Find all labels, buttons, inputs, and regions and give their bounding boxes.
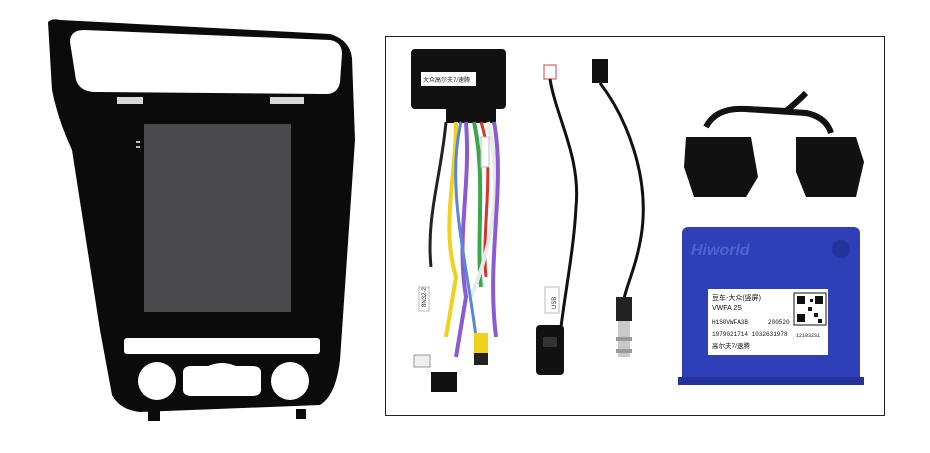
display-screen: [144, 124, 291, 312]
climate-panel-strip: [124, 338, 320, 354]
usb-plug: [536, 325, 564, 375]
harness-tag-label: 8N32-2: [422, 287, 428, 307]
usb-tag-label: USB: [552, 297, 558, 309]
harness-connector-label: 大众高尔夫7/速腾: [423, 76, 470, 84]
left-bracket-pad: [684, 137, 758, 197]
left-mount-tab: [117, 97, 143, 104]
decoder-label-line3-right: 200520: [768, 319, 790, 326]
right-knob-opening: [271, 362, 309, 400]
side-button: [136, 146, 140, 148]
left-knob-opening: [138, 362, 176, 400]
qr-code: [793, 292, 827, 326]
usb-small-connector: [543, 64, 557, 80]
right-mount-tab: [270, 97, 304, 104]
decoder-label-line4: 1979021714 1032631978: [712, 331, 788, 338]
decoder-label-line2: VWFA 2S: [712, 305, 742, 312]
mounting-brackets: [684, 90, 864, 197]
side-button: [136, 141, 140, 143]
harness-yellow-connector: [474, 333, 488, 353]
usb-cable: USB: [536, 64, 579, 375]
harness-black-connector: [431, 372, 457, 392]
bottom-mount-tab: [148, 411, 160, 421]
dash-bezel-panel: [0, 0, 380, 453]
decoder-brand: Hiworld: [691, 242, 751, 259]
antenna-plug-body: [616, 297, 632, 321]
antenna-adapter-cable: [592, 59, 645, 357]
accessory-kit-illustration: 大众高尔夫7/速腾 8N32-2 USB: [411, 49, 864, 392]
right-bracket-pad: [796, 137, 864, 197]
can-bus-decoder-box: Hiworld 豆车-大众(竖屏) VWFA 2S H1S0VWFA3B 200…: [678, 227, 864, 385]
accessory-kit-frame: 大众高尔夫7/速腾 8N32-2 USB: [385, 36, 885, 416]
antenna-top-connector: [592, 59, 608, 83]
top-vent-opening: [70, 30, 342, 94]
bottom-mount-tab: [296, 409, 306, 419]
harness-white-connector: [413, 354, 431, 368]
decoder-label-line1: 豆车-大众(竖屏): [712, 293, 761, 302]
decoder-qr-caption: 121032S1: [796, 333, 820, 339]
center-control-opening: [182, 363, 262, 396]
decoder-label-line3-left: H1S0VWFA3B: [712, 319, 748, 326]
dash-bezel-illustration: [48, 19, 355, 421]
harness-rca-plug: [474, 353, 488, 365]
main-wiring-harness: 大众高尔夫7/速腾 8N32-2: [411, 49, 506, 392]
decoder-label-line5: 高尔夫7/速腾: [712, 341, 750, 350]
